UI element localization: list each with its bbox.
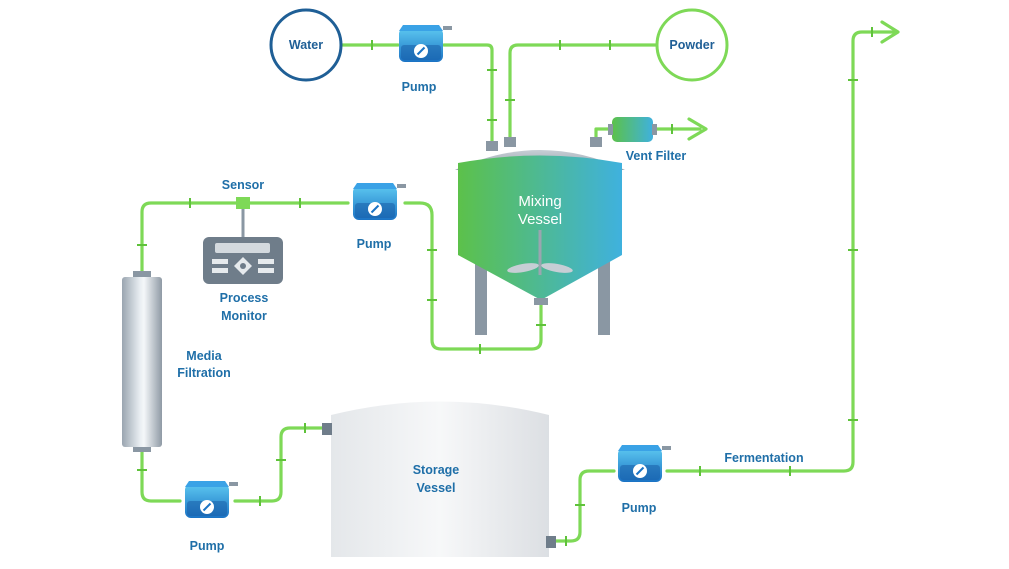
pipe-joints [137, 27, 873, 546]
media-filtration-label-line2: Filtration [177, 366, 230, 380]
pump-bottom-right-label: Pump [622, 501, 657, 515]
sensor-icon [236, 197, 250, 209]
process-monitor-icon [203, 237, 283, 284]
vent-filter: Vent Filter [608, 117, 686, 163]
process-monitor: Process Monitor [203, 237, 283, 323]
peristaltic-pump-icon [352, 182, 407, 221]
filtration-column-icon [122, 277, 162, 447]
fermentation-label: Fermentation [724, 451, 803, 465]
vent-filter-icon [612, 117, 653, 142]
storage-vessel-label-line1: Storage [413, 463, 460, 477]
sensor-label: Sensor [222, 178, 265, 192]
water-label: Water [289, 38, 323, 52]
media-filtration-label-line1: Media [186, 349, 222, 363]
powder-label: Powder [669, 38, 714, 52]
process-monitor-label-line1: Process [220, 291, 269, 305]
process-monitor-label-line2: Monitor [221, 309, 267, 323]
flow-arrow-icon [687, 117, 708, 141]
pump-middle-label: Pump [357, 237, 392, 251]
pump-middle: Pump [352, 182, 407, 251]
mixing-vessel-label-line1: Mixing [518, 193, 561, 210]
pump-bottom-left: Pump [184, 480, 239, 553]
storage-vessel-label-line2: Vessel [417, 481, 456, 495]
fermentation-arrow-icon [880, 20, 900, 44]
peristaltic-pump-icon [617, 444, 672, 483]
sensor: Sensor [222, 178, 265, 237]
storage-tank-icon [331, 401, 549, 557]
vent-filter-label: Vent Filter [626, 149, 687, 163]
pump-top-label: Pump [402, 80, 437, 94]
powder-source: Powder [655, 8, 729, 82]
water-source: Water [269, 8, 343, 82]
media-filtration: Media Filtration [122, 271, 231, 452]
storage-vessel: Storage Vessel [322, 401, 556, 557]
pipe-network [140, 30, 897, 543]
pump-bottom-right: Pump [617, 444, 672, 515]
peristaltic-pump-icon [184, 480, 239, 519]
mixing-vessel: Mixing Vessel [455, 137, 625, 335]
pump-bottom-left-label: Pump [190, 539, 225, 553]
pump-top: Pump [398, 24, 453, 94]
mixing-vessel-label-line2: Vessel [518, 211, 562, 228]
